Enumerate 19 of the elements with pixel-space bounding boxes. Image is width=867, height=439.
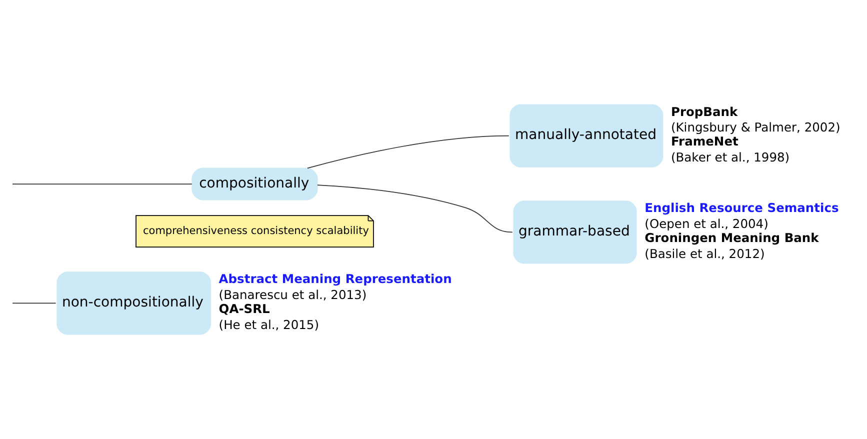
node-label: FrameNet xyxy=(670,134,738,149)
node-label: QA-SRL xyxy=(218,302,270,316)
node-label: (Banarescu et al., 2013) xyxy=(218,288,367,302)
node-label: (Basile et al., 2012) xyxy=(644,246,765,261)
node-box: compositionally xyxy=(192,168,318,200)
node-box: manually-annotated xyxy=(510,104,664,168)
node-label: (Baker et al., 1998) xyxy=(670,150,790,164)
connector xyxy=(12,302,56,304)
connector xyxy=(307,135,510,169)
node-box: non-compositionally xyxy=(56,272,211,335)
node-box: grammar-based xyxy=(513,200,637,264)
connector xyxy=(317,184,513,233)
node-label: English Resource Semantics xyxy=(644,201,839,216)
node-label: Abstract Meaning Representation xyxy=(218,272,452,286)
node-label: (Kingsbury & Palmer, 2002) xyxy=(670,120,840,135)
node-label: PropBank xyxy=(670,104,738,119)
node-label: Groningen Meaning Bank xyxy=(644,231,819,246)
node-label: (Oepen et al., 2004) xyxy=(644,217,768,231)
node-label: (He et al., 2015) xyxy=(218,318,320,332)
